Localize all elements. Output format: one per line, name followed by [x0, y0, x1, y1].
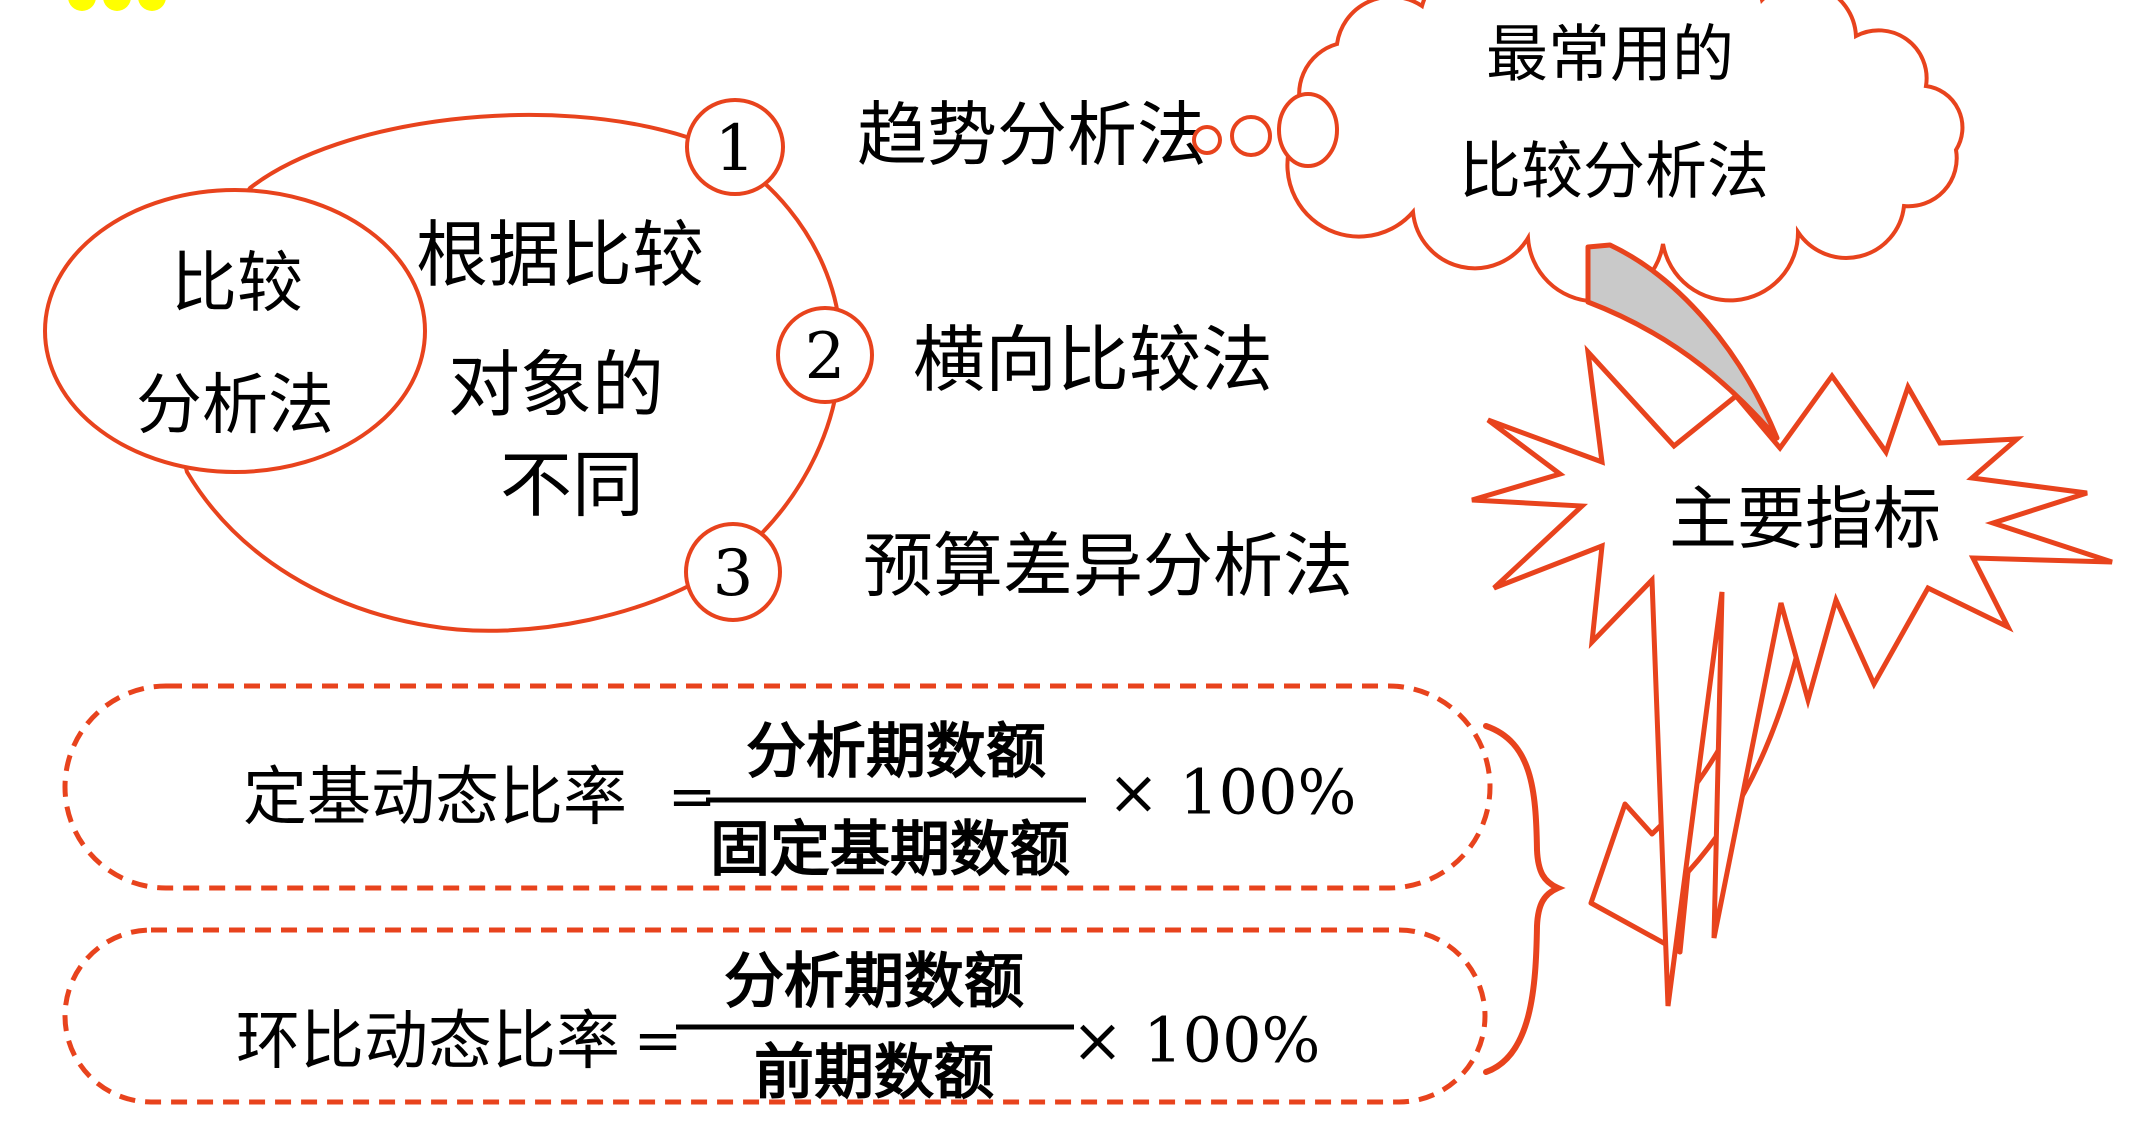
formula-2-denominator: 前期数额 — [754, 1038, 994, 1108]
yellow-dot-icon — [138, 0, 166, 11]
thought-trail-icon — [1192, 92, 1339, 168]
branch-3-circle — [684, 522, 782, 622]
branch-1-label: 趋势分析法 — [857, 94, 1207, 176]
formula-2-multiplier: × 100% — [1072, 1004, 1321, 1077]
starburst-shape — [1471, 344, 2113, 1007]
formula-box-2-border — [62, 927, 1488, 1105]
formula-1-numerator: 分析期数额 — [746, 717, 1046, 787]
branch-2-circle — [776, 306, 874, 404]
criterion-line3: 不同 — [500, 443, 644, 527]
bullet-dots — [68, 0, 166, 11]
root-bubble — [43, 188, 427, 474]
formula-1-multiplier: × 100% — [1108, 756, 1357, 829]
formula-1-equals: = — [668, 762, 717, 830]
group-brace — [1483, 723, 1566, 1075]
gray-swoosh-arrow — [1585, 242, 1780, 441]
branch-1-number: 1 — [715, 112, 756, 186]
cloud-line1: 最常用的 — [1486, 18, 1734, 91]
criterion-line2: 对象的 — [448, 343, 664, 427]
formula-1-denominator: 固定基期数额 — [710, 815, 1070, 885]
formula-box-2: 环比动态比率 = 分析期数额 前期数额 × 100% — [62, 927, 1488, 1108]
root-bubble-line2: 分析法 — [136, 367, 334, 444]
formula-2-equals: = — [634, 1006, 683, 1074]
branch-2-number: 2 — [805, 320, 846, 394]
cloud-line2: 比较分析法 — [1459, 135, 1769, 208]
branch-3-number: 3 — [713, 537, 754, 611]
formula-2-name: 环比动态比率 — [236, 1005, 620, 1079]
formula-box-1-border — [62, 683, 1493, 891]
formula-2-numerator: 分析期数额 — [724, 947, 1024, 1017]
thought-cloud-outline — [1285, 0, 1965, 304]
yellow-dot-icon — [103, 0, 131, 11]
trail-dot-small — [1192, 125, 1222, 155]
trail-dot-medium — [1230, 115, 1272, 157]
starburst-label: 主要指标 — [1669, 481, 1941, 560]
yellow-dot-icon — [68, 0, 96, 11]
branch-2-label: 横向比较法 — [913, 318, 1273, 402]
formula-box-1: 定基动态比率 = 分析期数额 固定基期数额 × 100% — [62, 683, 1493, 891]
branch-3-label: 预算差异分析法 — [863, 525, 1353, 607]
root-bubble-line1: 比较 — [171, 245, 303, 322]
formula-1-name: 定基动态比率 — [243, 761, 627, 835]
criterion-line1: 根据比较 — [416, 213, 704, 297]
branch-1-circle — [685, 98, 785, 196]
trail-dot-large — [1277, 92, 1339, 168]
